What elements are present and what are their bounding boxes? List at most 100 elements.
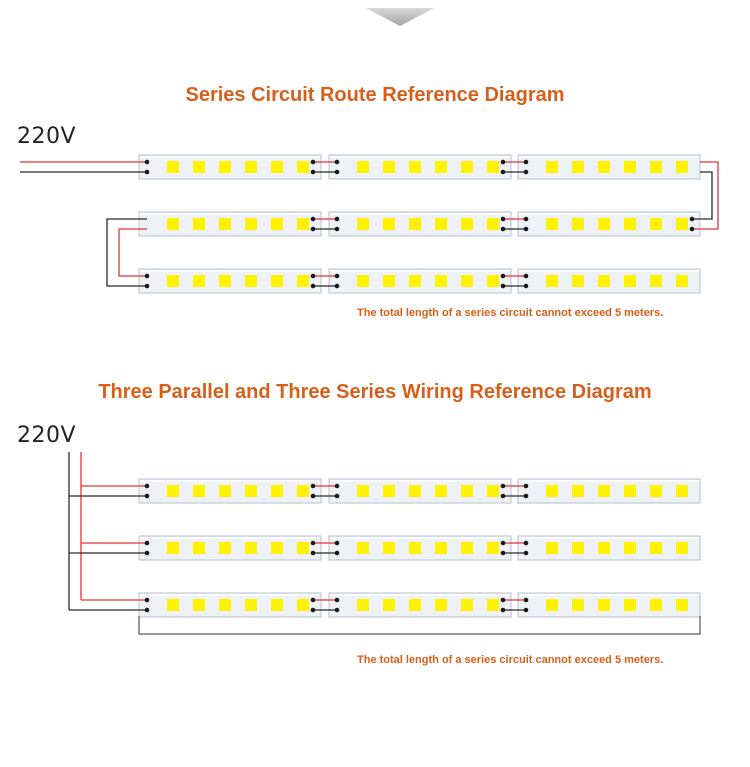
- terminal-dot: [310, 283, 316, 289]
- terminal-dot: [310, 159, 316, 165]
- terminal-dot: [500, 550, 506, 556]
- led-chip: [650, 542, 662, 554]
- led-strip: [138, 211, 322, 237]
- terminal-dot: [689, 226, 695, 232]
- led-chip: [219, 275, 231, 287]
- terminal-dot: [310, 226, 316, 232]
- terminal-dot: [523, 540, 529, 546]
- led-chip: [546, 275, 558, 287]
- led-chip: [297, 542, 309, 554]
- terminal-dot: [334, 226, 340, 232]
- led-chip: [297, 599, 309, 611]
- led-chip: [572, 275, 584, 287]
- terminal-dot: [523, 483, 529, 489]
- led-chip: [271, 161, 283, 173]
- led-chip: [383, 275, 395, 287]
- terminal-dot: [500, 607, 506, 613]
- led-chip: [297, 485, 309, 497]
- terminal-dot: [144, 273, 150, 279]
- terminal-dot: [334, 597, 340, 603]
- led-chip: [572, 218, 584, 230]
- led-chip: [598, 218, 610, 230]
- led-chip: [598, 275, 610, 287]
- terminal-dot: [689, 216, 695, 222]
- terminal-dot: [310, 540, 316, 546]
- led-chip: [357, 485, 369, 497]
- led-chip: [572, 599, 584, 611]
- led-strip: [328, 478, 512, 504]
- led-chip: [650, 599, 662, 611]
- led-chip: [676, 161, 688, 173]
- terminal-dot: [144, 169, 150, 175]
- terminal-dot: [523, 283, 529, 289]
- series-voltage-label: 220V: [17, 124, 77, 149]
- terminal-dot: [500, 493, 506, 499]
- led-chip: [167, 161, 179, 173]
- terminal-dot: [310, 597, 316, 603]
- led-chip: [271, 599, 283, 611]
- led-chip: [219, 542, 231, 554]
- led-chip: [598, 485, 610, 497]
- led-chip: [487, 485, 499, 497]
- led-chip: [409, 485, 421, 497]
- led-chip: [624, 218, 636, 230]
- terminal-dot: [523, 159, 529, 165]
- led-chip: [676, 542, 688, 554]
- led-chip: [624, 599, 636, 611]
- terminal-dot: [144, 483, 150, 489]
- terminal-dot: [523, 273, 529, 279]
- led-chip: [546, 542, 558, 554]
- led-chip: [193, 218, 205, 230]
- led-chip: [487, 275, 499, 287]
- terminal-dot: [500, 597, 506, 603]
- led-chip: [461, 161, 473, 173]
- terminal-dot: [523, 607, 529, 613]
- led-strip: [328, 211, 512, 237]
- terminal-dot: [144, 159, 150, 165]
- led-chip: [383, 485, 395, 497]
- series-length-note: The total length of a series circuit can…: [357, 307, 664, 319]
- led-chip: [435, 599, 447, 611]
- led-chip: [219, 218, 231, 230]
- terminal-dot: [500, 226, 506, 232]
- led-chip: [676, 485, 688, 497]
- terminal-dot: [500, 169, 506, 175]
- terminal-dot: [334, 550, 340, 556]
- led-chip: [487, 599, 499, 611]
- led-chip: [435, 542, 447, 554]
- led-strip: [517, 268, 701, 294]
- led-strip: [328, 535, 512, 561]
- led-chip: [167, 485, 179, 497]
- terminal-dot: [334, 216, 340, 222]
- led-chip: [357, 542, 369, 554]
- led-chip: [383, 161, 395, 173]
- led-chip: [383, 542, 395, 554]
- led-chip: [409, 218, 421, 230]
- terminal-dot: [310, 493, 316, 499]
- led-chip: [245, 161, 257, 173]
- terminal-dot: [500, 483, 506, 489]
- terminal-dot: [500, 540, 506, 546]
- led-chip: [624, 161, 636, 173]
- led-chip: [598, 161, 610, 173]
- terminal-dot: [334, 283, 340, 289]
- led-chip: [271, 485, 283, 497]
- led-strip: [517, 211, 701, 237]
- loop-neutral: [106, 218, 147, 287]
- led-chip: [572, 161, 584, 173]
- led-chip: [357, 275, 369, 287]
- led-chip: [409, 599, 421, 611]
- terminal-dot: [523, 226, 529, 232]
- led-chip: [193, 542, 205, 554]
- led-chip: [193, 275, 205, 287]
- series-diagram-title: Series Circuit Route Reference Diagram: [185, 84, 565, 106]
- led-chip: [461, 275, 473, 287]
- chevron-down-icon: [366, 8, 434, 26]
- terminal-dot: [500, 159, 506, 165]
- terminal-dot: [334, 607, 340, 613]
- terminal-dot: [523, 550, 529, 556]
- parallel-diagram-title: Three Parallel and Three Series Wiring R…: [98, 381, 652, 403]
- led-strip: [328, 268, 512, 294]
- led-chip: [676, 218, 688, 230]
